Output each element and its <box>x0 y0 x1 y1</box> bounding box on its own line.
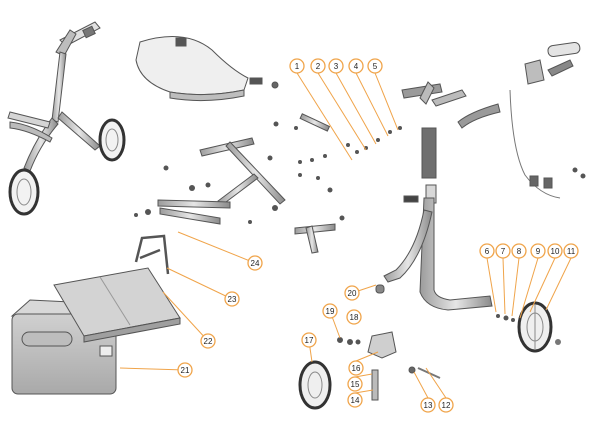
front-caster-part <box>298 284 441 410</box>
callout-14-label: 14 <box>351 396 360 405</box>
callout-18: 18 <box>346 309 362 325</box>
callout-12-label: 12 <box>442 401 451 410</box>
callout-24: 24 <box>247 255 263 271</box>
tray-part <box>53 267 181 343</box>
callout-19: 19 <box>322 303 338 319</box>
callout-7-label: 7 <box>501 247 506 256</box>
callout-3-label: 3 <box>334 62 339 71</box>
callout-15: 15 <box>347 376 363 392</box>
callout-9-label: 9 <box>536 247 541 256</box>
callout-21-label: 21 <box>181 366 190 375</box>
callout-17-label: 17 <box>305 336 314 345</box>
callout-16: 16 <box>348 360 364 376</box>
callout-20-label: 20 <box>348 289 357 298</box>
callout-17: 17 <box>301 332 317 348</box>
callout-19-label: 19 <box>326 307 335 316</box>
side-frame-part <box>383 81 501 311</box>
callout-8-label: 8 <box>517 247 522 256</box>
callout-5: 5 <box>367 58 383 74</box>
callout-18-label: 18 <box>350 313 359 322</box>
hardware-bolts <box>134 121 402 224</box>
callout-9: 9 <box>530 243 546 259</box>
callout-23: 23 <box>224 291 240 307</box>
rear-wheel-part <box>496 301 561 353</box>
bracket-part <box>134 234 170 275</box>
callout-22: 22 <box>200 333 216 349</box>
callout-14: 14 <box>347 392 363 408</box>
callout-16-label: 16 <box>352 364 361 373</box>
callout-1-label: 1 <box>295 62 300 71</box>
callout-2-label: 2 <box>316 62 321 71</box>
callout-13-label: 13 <box>424 401 433 410</box>
callout-3: 3 <box>328 58 344 74</box>
callout-11: 11 <box>563 243 579 259</box>
callout-10-label: 10 <box>551 247 560 256</box>
callout-24-label: 24 <box>251 259 260 268</box>
callout-6-label: 6 <box>485 247 490 256</box>
seat-part <box>135 36 279 102</box>
callout-20: 20 <box>344 285 360 301</box>
callout-8: 8 <box>511 243 527 259</box>
callout-15-label: 15 <box>351 380 360 389</box>
callout-22-label: 22 <box>204 337 213 346</box>
callout-4: 4 <box>348 58 364 74</box>
callout-4-label: 4 <box>354 62 359 71</box>
callout-10: 10 <box>547 243 563 259</box>
callout-23-label: 23 <box>228 295 237 304</box>
leader-lines <box>119 72 572 399</box>
callout-21: 21 <box>177 362 193 378</box>
callouts: 1 2 3 4 5 6 7 8 9 10 11 12 13 14 15 16 1… <box>177 58 579 413</box>
callout-12: 12 <box>438 397 454 413</box>
callout-6: 6 <box>479 243 495 259</box>
assembled-rollator <box>7 21 126 216</box>
callout-5-label: 5 <box>373 62 378 71</box>
center-frame-part <box>157 113 336 254</box>
callout-7: 7 <box>495 243 511 259</box>
callout-2: 2 <box>310 58 326 74</box>
callout-11-label: 11 <box>567 247 576 256</box>
callout-1: 1 <box>289 58 305 74</box>
callout-13: 13 <box>420 397 436 413</box>
handle-brake-part <box>509 41 586 199</box>
